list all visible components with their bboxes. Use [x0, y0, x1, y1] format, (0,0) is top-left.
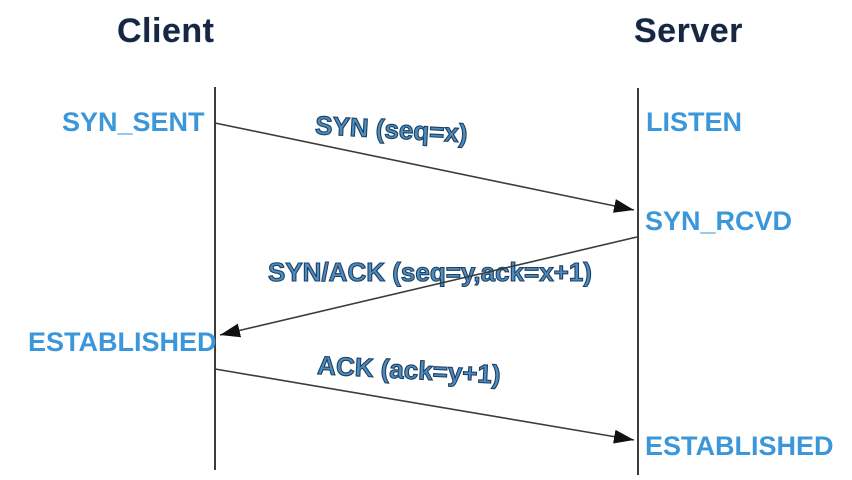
server-actor-title: Server	[634, 12, 743, 50]
server-state-syn-rcvd: SYN_RCVD	[645, 206, 793, 236]
message-syn-ack-label: SYN/ACK (seq=y,ack=x+1)	[267, 257, 592, 287]
server-state-established: ESTABLISHED	[645, 431, 834, 461]
message-ack-label: ACK (ack=y+1)	[316, 349, 502, 390]
server-lifeline	[637, 88, 639, 475]
client-lifeline	[214, 87, 216, 470]
client-state-established: ESTABLISHED	[28, 327, 217, 357]
client-state-syn-sent: SYN_SENT	[62, 107, 205, 137]
client-actor-title: Client	[117, 12, 215, 50]
server-state-listen: LISTEN	[646, 107, 743, 137]
message-syn-label: SYN (seq=x)	[314, 109, 469, 149]
